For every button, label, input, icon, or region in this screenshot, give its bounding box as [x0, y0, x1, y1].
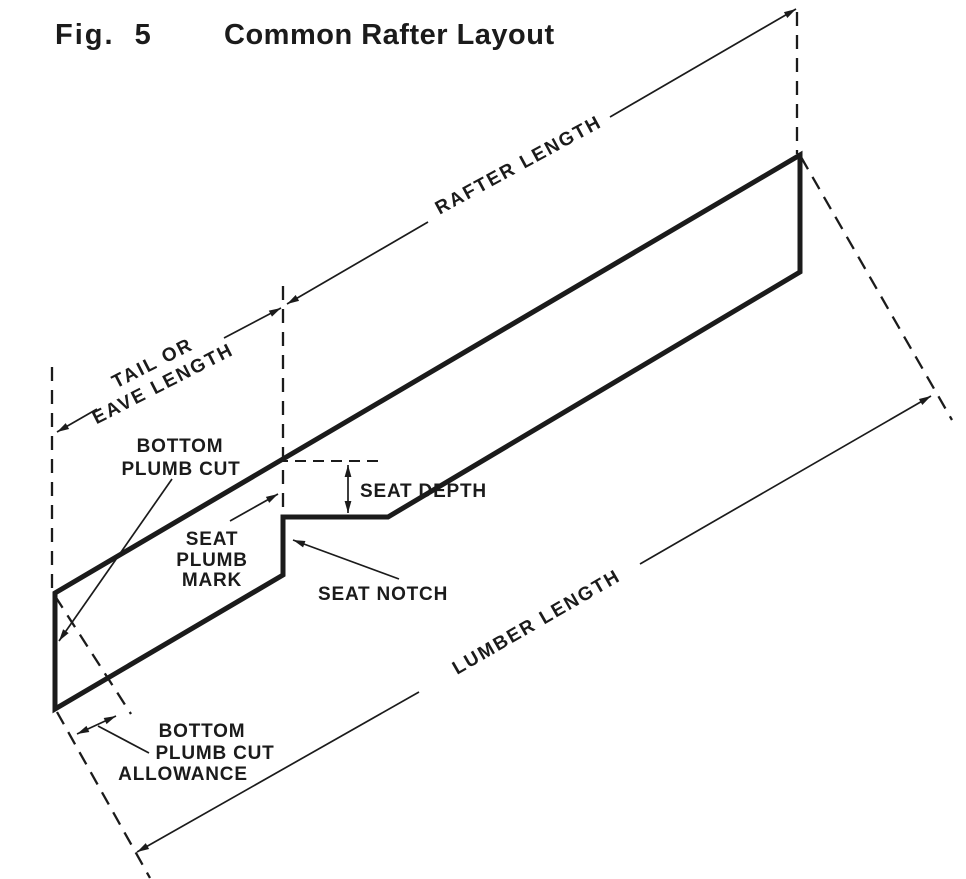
lumber-square-end-line: [54, 595, 132, 715]
rafter-length-dimension-left-segment: [286, 221, 429, 305]
allowance-label-line2: PLUMB CUT: [155, 743, 274, 764]
lumber-length-dimension-left-segment: [136, 691, 420, 853]
figure-number: Fig. 5: [55, 19, 153, 51]
seat-plumb-mark-leader: [229, 493, 279, 522]
lumber-length-dimension-right-segment: [639, 395, 932, 565]
allowance-leader: [97, 725, 150, 754]
seat-notch-label: SEAT NOTCH: [318, 584, 448, 605]
rafter-length-dimension-right-segment: [609, 8, 797, 118]
lumber-length-label: LUMBER LENGTH: [449, 566, 625, 680]
tail-eave-dimension-left-segment: [56, 408, 98, 433]
allowance-dimension-arrow: [76, 715, 117, 735]
lumber-end-extension-line: [55, 711, 152, 879]
lumber-top-extension-line: [800, 156, 953, 421]
seat-plumb-mark-label-line3: MARK: [182, 570, 242, 591]
rafter-length-label-group: RAFTER LENGTH: [432, 112, 606, 219]
bottom-plumb-cut-leader: [58, 478, 173, 642]
tail-eave-label-group: TAIL OR EAVE LENGTH: [89, 334, 237, 429]
rafter-length-label: RAFTER LENGTH: [432, 112, 606, 219]
seat-notch-leader: [292, 539, 400, 580]
tail-eave-dimension-right-segment: [223, 307, 282, 339]
seat-plumb-mark-label-line1: SEAT: [186, 529, 238, 550]
rafter-board-outline: [52, 150, 803, 714]
allowance-label-line3: ALLOWANCE: [118, 764, 248, 785]
allowance-label-line1: BOTTOM: [159, 721, 246, 742]
bottom-plumb-cut-label-line1: BOTTOM: [137, 436, 224, 457]
seat-depth-label: SEAT DEPTH: [360, 481, 487, 502]
lumber-length-label-group: LUMBER LENGTH: [449, 566, 625, 680]
figure-title: Common Rafter Layout: [224, 19, 555, 51]
bottom-plumb-cut-label-line2: PLUMB CUT: [121, 459, 240, 480]
seat-plumb-mark-label-line2: PLUMB: [176, 550, 248, 571]
